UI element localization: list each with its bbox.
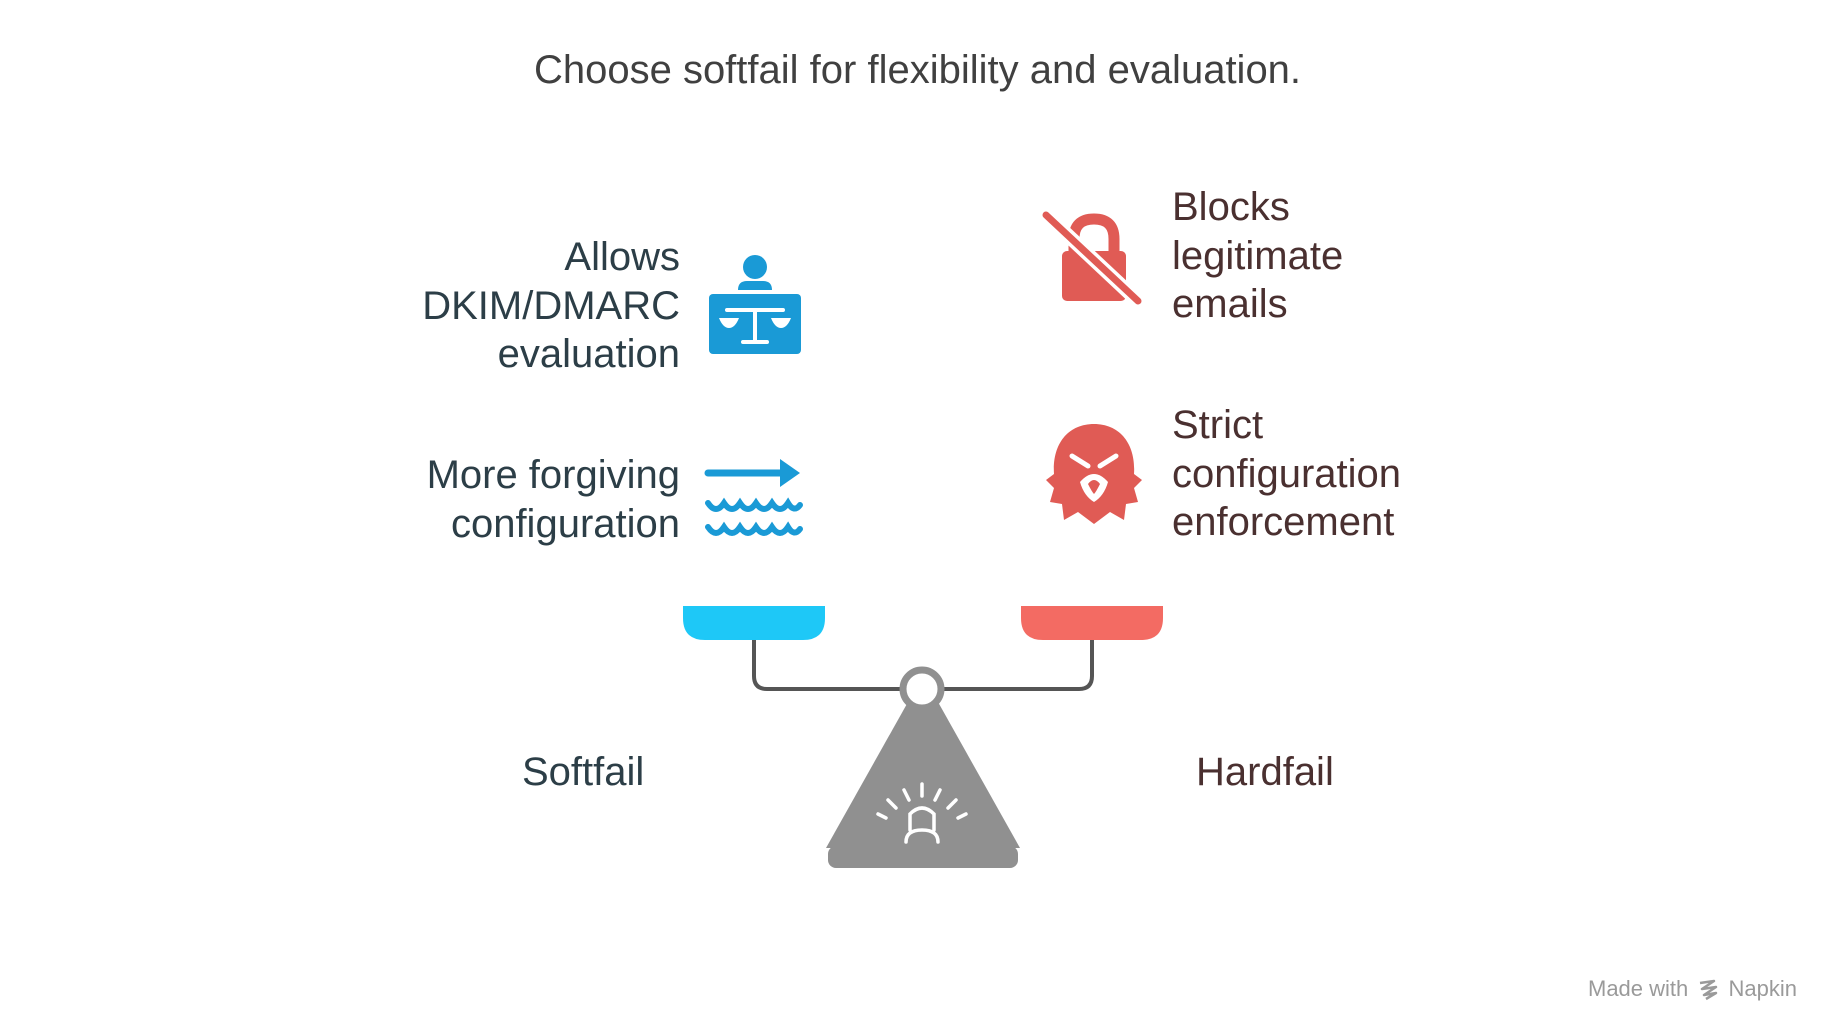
napkin-footer: Made with Napkin: [1588, 976, 1797, 1002]
scale-arm-left: [752, 640, 904, 691]
softfail-label: Softfail: [522, 750, 645, 794]
softfail-point-2: More forgiving configuration: [426, 453, 680, 546]
softfail-pan: [683, 606, 825, 640]
footer-brand: Napkin: [1728, 976, 1798, 1001]
scale-base: [828, 846, 1018, 868]
hardfail-pan: [1021, 606, 1163, 640]
hardfail-point-2: Strict configuration enforcement: [1172, 403, 1402, 544]
evaluation-scale-icon: [709, 255, 801, 354]
diagram-title: Choose softfail for flexibility and eval…: [533, 48, 1302, 92]
napkin-logo-icon: [1700, 979, 1718, 1001]
hardfail-label: Hardfail: [1196, 750, 1334, 794]
eagle-icon: [1046, 424, 1142, 524]
scale-alarm-icon: [876, 782, 968, 844]
forgiving-waves-arrow-icon: [704, 459, 803, 536]
blocked-lock-icon: [1042, 207, 1144, 307]
scale-body: [826, 702, 1020, 848]
softfail-point-1: Allows DKIM/DMARC evaluation: [422, 235, 680, 376]
hardfail-point-1: Blocks legitimate emails: [1172, 185, 1344, 326]
scale-pivot: [899, 666, 945, 712]
scale-arm-right: [940, 640, 1094, 691]
footer-prefix: Made with: [1588, 976, 1689, 1001]
